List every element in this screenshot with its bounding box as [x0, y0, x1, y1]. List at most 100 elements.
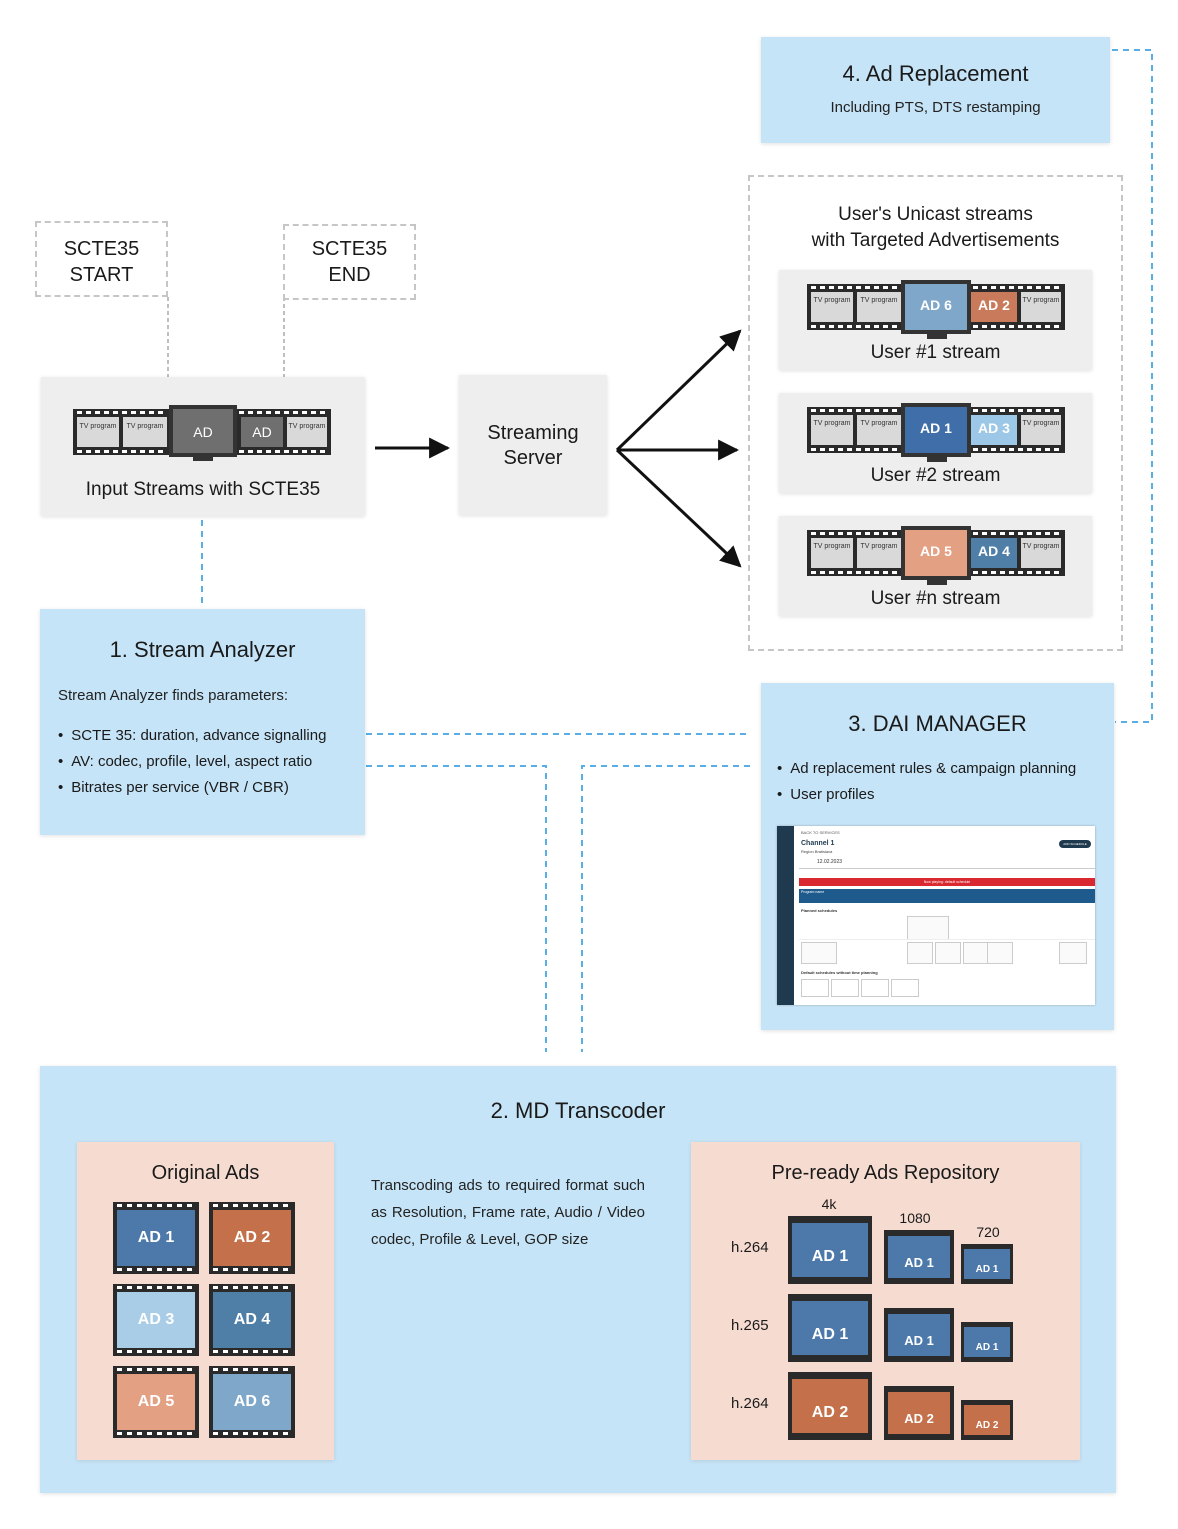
usern-stream-label: User #n stream [870, 588, 1001, 609]
stream-analyzer-list: SCTE 35: duration, advance signalling AV… [58, 723, 326, 801]
repo-ad-r3c1: AD 2 [811, 1404, 849, 1421]
user2-frame-2-label: TV program [860, 420, 898, 427]
user-stream-1: TV program TV program AD 6 AD 2 TV progr… [779, 270, 1092, 370]
input-frame-1-label: TV program [79, 423, 117, 430]
dai-manager-item: Ad replacement rules & campaign planning [777, 756, 1076, 782]
ad-thumb [113, 1284, 199, 1356]
dai-app-default-row [799, 977, 919, 997]
ad-thumb [209, 1202, 295, 1274]
dai-app-program-row [799, 889, 1095, 903]
user1-stream-label: User #1 stream [870, 342, 1001, 363]
stream-analyzer-intro: Stream Analyzer finds parameters: [58, 687, 289, 704]
ad-replacement-subtitle: Including PTS, DTS restamping [830, 99, 1041, 116]
usern-filmstrip [807, 526, 1065, 585]
dai-app-program-name: Program name [801, 890, 825, 894]
dai-manager-list: Ad replacement rules & campaign planning… [777, 756, 1076, 808]
input-filmstrip [73, 405, 331, 461]
ad-thumb [113, 1366, 199, 1438]
repo-ad-r2c2: AD 1 [904, 1333, 934, 1348]
stream-analyzer-item: Bitrates per service (VBR / CBR) [58, 775, 326, 801]
dai-app-sidebar [777, 826, 794, 1005]
repository-res-4k: 4k [821, 1196, 837, 1212]
original-ads-title: Original Ads [151, 1162, 260, 1184]
transcode-description: Transcoding ads to required format such … [371, 1177, 645, 1248]
usern-frame-2-label: TV program [860, 543, 898, 550]
dai-app-timeline [799, 868, 1095, 872]
stream-analyzer-title: 1. Stream Analyzer [109, 637, 296, 662]
ad-thumb [209, 1366, 295, 1438]
repo-ad-r1c2: AD 1 [904, 1255, 934, 1270]
dai-app-date: 12.02.2023 [817, 859, 843, 865]
streaming-server-line2: Server [503, 447, 563, 469]
original-ads-box: Original Ads [77, 1142, 334, 1460]
ad-replacement-box: 4. Ad Replacement Including PTS, DTS res… [761, 37, 1110, 143]
user1-ad-a: AD 6 [920, 297, 952, 313]
original-ad-4-label: AD 4 [233, 1311, 271, 1328]
original-ads-grid [113, 1202, 295, 1438]
user2-ad-b: AD 3 [978, 420, 1010, 436]
dai-manager-box: 3. DAI MANAGER Ad replacement rules & ca… [761, 683, 1114, 1030]
repository-codec-row3: h.264 [731, 1395, 769, 1412]
input-frame-2-label: TV program [126, 423, 164, 430]
dai-app-card [907, 916, 949, 940]
dai-app-channel: Channel 1 [801, 840, 835, 847]
repo-ad-r2c1: AD 1 [811, 1326, 849, 1343]
input-frame-ad-2-label: AD [252, 424, 272, 440]
original-ad-3-label: AD 3 [137, 1311, 175, 1328]
ad-thumb [209, 1284, 295, 1356]
usern-frame-5-label: TV program [1022, 543, 1060, 550]
unicast-title-line2: with Targeted Advertisements [811, 230, 1060, 251]
input-streams-label: Input Streams with SCTE35 [85, 479, 321, 500]
stream-analyzer-box: 1. Stream Analyzer Stream Analyzer finds… [40, 609, 365, 835]
stream-analyzer-item: SCTE 35: duration, advance signalling [58, 723, 326, 749]
repository-title: Pre-ready Ads Repository [771, 1162, 1000, 1184]
repository-box: Pre-ready Ads Repository 4k 1080 720 h.2… [691, 1142, 1080, 1460]
input-frame-5-label: TV program [288, 423, 326, 430]
usern-frame-1-label: TV program [813, 543, 851, 550]
scte-start-line2: START [69, 264, 134, 286]
server-to-user1-arrow [615, 329, 742, 452]
repo-ad-r3c3: AD 2 [975, 1420, 999, 1431]
scte-end-line2: END [328, 264, 371, 286]
scte-start-box: SCTE35 START [35, 221, 168, 297]
user-stream-2: TV program TV program AD 1 AD 3 TV progr… [779, 393, 1092, 493]
original-ad-6-label: AD 6 [233, 1393, 271, 1410]
user2-frame-1-label: TV program [813, 420, 851, 427]
user1-frame-5-label: TV program [1022, 297, 1060, 304]
repo-ad-r3c2: AD 2 [904, 1411, 934, 1426]
dai-app-back-link: BACK TO SERVICES [801, 830, 840, 835]
scte-start-line1: SCTE35 [63, 238, 140, 260]
dashed-blue-connectors [201, 49, 1153, 1052]
user2-stream-label: User #2 stream [870, 465, 1001, 486]
user2-ad-a: AD 1 [920, 420, 952, 436]
dai-manager-item: User profiles [777, 782, 1076, 808]
streaming-server-box: Streaming Server [459, 375, 607, 515]
user-stream-n: TV program TV program AD 5 AD 4 TV progr… [779, 516, 1092, 616]
repository-res-1080: 1080 [899, 1210, 931, 1226]
unicast-title-line1: User's Unicast streams [838, 204, 1033, 225]
usern-ad-a: AD 5 [920, 543, 952, 559]
dai-app-add-button: ADD SCHEDULE [1059, 840, 1091, 848]
original-ad-5-label: AD 5 [137, 1393, 175, 1410]
user1-frame-2-label: TV program [860, 297, 898, 304]
dai-app-planned: Planned schedules [801, 908, 838, 913]
dai-app-now-playing: Now playing: default schedule [799, 878, 1095, 886]
server-to-usern-arrow [615, 448, 742, 568]
dai-app-schedule-row [799, 939, 1095, 964]
user2-filmstrip [807, 403, 1065, 462]
input-streams-box: TV program TV program AD AD TV program I… [41, 377, 365, 516]
repo-ad-r1c3: AD 1 [975, 1264, 999, 1275]
dai-app-default: Default schedules without time planning [801, 970, 878, 975]
dai-app-region: Region Bratislava [801, 849, 833, 854]
dai-app-screenshot: BACK TO SERVICES Channel 1 Region Bratis… [777, 826, 1095, 1005]
ad-replacement-title: 4. Ad Replacement [842, 61, 1029, 86]
stream-analyzer-item: AV: codec, profile, level, aspect ratio [58, 749, 326, 775]
repo-ad-r1c1: AD 1 [811, 1248, 849, 1265]
user1-ad-b: AD 2 [978, 297, 1010, 313]
streaming-server-line1: Streaming [487, 422, 579, 444]
scte-end-box: SCTE35 END [283, 224, 416, 300]
dai-manager-title: 3. DAI MANAGER [848, 711, 1027, 736]
repo-ad-r2c3: AD 1 [975, 1342, 999, 1353]
md-transcoder-title: 2. MD Transcoder [490, 1098, 666, 1123]
repository-codec-row2: h.265 [731, 1317, 769, 1334]
